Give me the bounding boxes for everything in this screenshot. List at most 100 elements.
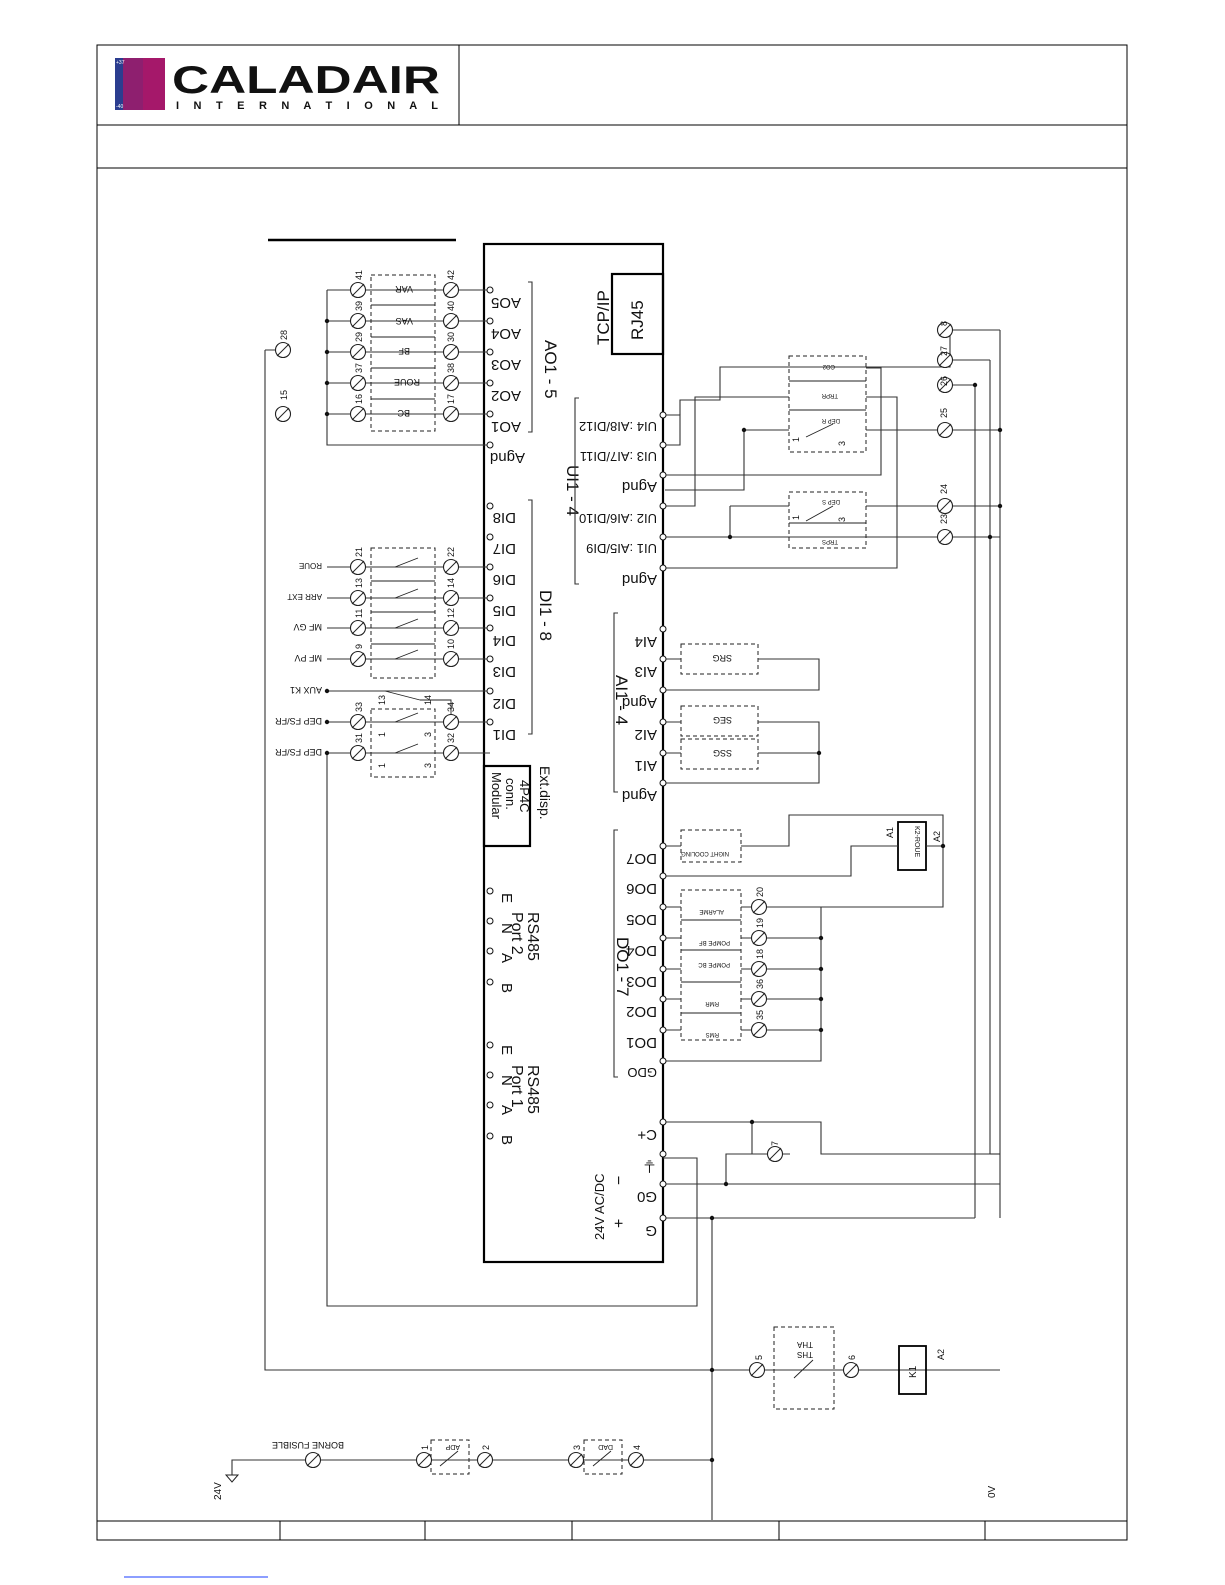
ao-term-17: 17 <box>446 394 456 404</box>
chain-term-1: 1 <box>420 1445 430 1450</box>
controller-pin <box>659 934 667 942</box>
do-terminal <box>750 990 768 1008</box>
ao-term-41: 41 <box>354 270 364 280</box>
di-term-34: 34 <box>446 702 456 712</box>
top-term-15: 15 <box>279 390 289 400</box>
logo-brand: CALADAIR <box>172 59 440 102</box>
junction-dot <box>818 1027 824 1033</box>
junction-dot <box>818 935 824 941</box>
do-term-35: 35 <box>755 1010 765 1020</box>
controller-pin <box>659 686 667 694</box>
di-pin-4: DI4 <box>493 632 516 649</box>
ao-terminal-right <box>442 405 460 423</box>
junction-dot <box>324 318 330 324</box>
power-terminal <box>748 1361 766 1379</box>
ao-term-37: 37 <box>354 363 364 373</box>
ui-terminal <box>936 376 954 394</box>
ao-device-bc: BC <box>397 408 410 418</box>
ao-terminal-right <box>442 343 460 361</box>
chain-term-4: 4 <box>632 1445 642 1450</box>
controller-pin <box>659 749 667 757</box>
do-terminal <box>750 898 768 916</box>
di-contact-3a: 3 <box>423 732 433 737</box>
controller-pin <box>486 917 494 925</box>
di-term-33: 33 <box>354 702 364 712</box>
junction-dot <box>709 1215 715 1221</box>
ao-device-vas: VAS <box>396 316 413 326</box>
di-term-31: 31 <box>354 733 364 743</box>
junction-dot <box>997 503 1003 509</box>
adp-label: ADP <box>445 1443 460 1450</box>
chain-term-3: 3 <box>572 1445 582 1450</box>
ao-terminal-left <box>349 312 367 330</box>
controller-pin <box>659 655 667 663</box>
controller-pin <box>659 872 667 880</box>
di-term-9: 9 <box>354 644 364 649</box>
di-term-32: 32 <box>446 733 456 743</box>
di-contact-1a: 1 <box>377 732 387 737</box>
do-term-19: 19 <box>755 918 765 928</box>
port1-pin-b: B <box>498 1135 515 1145</box>
ao-device-bf: BF <box>398 346 410 356</box>
ai-device-srg: SRG <box>712 653 732 663</box>
di-terminal-right <box>442 713 460 731</box>
port1-label: Port 1 <box>508 1065 525 1108</box>
ao-term-16: 16 <box>354 394 364 404</box>
modular-line-1: Modular <box>489 772 504 820</box>
ui-pin-4: UI4 :AI8/DI12 <box>579 419 657 434</box>
controller-pin <box>486 687 494 695</box>
junction-dot <box>987 534 993 540</box>
di-pin-8: DI8 <box>493 509 516 526</box>
do-pin-5: DO5 <box>626 911 657 928</box>
ui-agnd-2: Agnd <box>622 571 657 588</box>
controller-pin <box>486 410 494 418</box>
controller-pin <box>486 655 494 663</box>
ao-terminal-left <box>349 405 367 423</box>
do-device-pompe-bc: POMPE BC <box>698 961 730 967</box>
tcp-ip-label: TCP/IP <box>594 290 613 345</box>
supply-plus: + <box>611 1219 628 1228</box>
chain-terminal <box>627 1451 645 1469</box>
do-pin-1: DO1 <box>626 1034 657 1051</box>
controller-pin <box>659 1150 667 1158</box>
ui-term-24: 24 <box>939 484 949 494</box>
di-terminal-left <box>349 619 367 637</box>
power-term-6: 6 <box>847 1355 857 1360</box>
junction-dot <box>997 427 1003 433</box>
do-terminal <box>750 1021 768 1039</box>
ao-term-40: 40 <box>446 301 456 311</box>
controller-pin <box>486 887 494 895</box>
do-device-night-cooling: NIGHT COOLING <box>681 850 729 856</box>
di-term-12: 12 <box>446 608 456 618</box>
terminal-numbers: 41 39 29 37 16 42 40 30 38 17 28 15 21 1… <box>279 270 949 1450</box>
relay-a2: A2 <box>932 831 942 842</box>
junction-dot <box>709 1367 715 1373</box>
ao-terminal-right <box>442 312 460 330</box>
port1-rs485: RS485 <box>524 1065 541 1114</box>
ui-pin-3: UI3 :AI7/DI11 <box>580 449 657 464</box>
controller-pin <box>659 1026 667 1034</box>
di-label-dep-fs-fr-2: DEP FS/FR <box>275 747 322 757</box>
chain-terminal <box>476 1451 494 1469</box>
do-device-alarme: ALARME <box>699 908 724 914</box>
ui-contact-3a: 3 <box>837 441 847 446</box>
di-terminal-left <box>349 589 367 607</box>
di-pin-2: DI2 <box>493 695 516 712</box>
power-term-5: 5 <box>754 1355 764 1360</box>
di-terminal-right <box>442 619 460 637</box>
do-terminal <box>750 960 768 978</box>
ui-agnd-1: Agnd <box>622 478 657 495</box>
relay-a1: A1 <box>885 827 895 838</box>
port1-pin-n: N <box>498 1075 515 1086</box>
ui-terminal <box>936 528 954 546</box>
di-pin-1: DI1 <box>493 726 516 743</box>
ao-pin-3: AO3 <box>491 356 521 373</box>
controller-pin <box>486 1101 494 1109</box>
borne-fusible: BORNE FUSIBLE <box>272 1440 344 1450</box>
junction-dot <box>727 534 733 540</box>
junction-dot <box>816 750 822 756</box>
ui-device-trpr: TRPR <box>821 392 838 398</box>
ao-term-29: 29 <box>354 332 364 342</box>
di-pin-6: DI6 <box>493 571 516 588</box>
do-gdo: GDO <box>627 1065 657 1080</box>
